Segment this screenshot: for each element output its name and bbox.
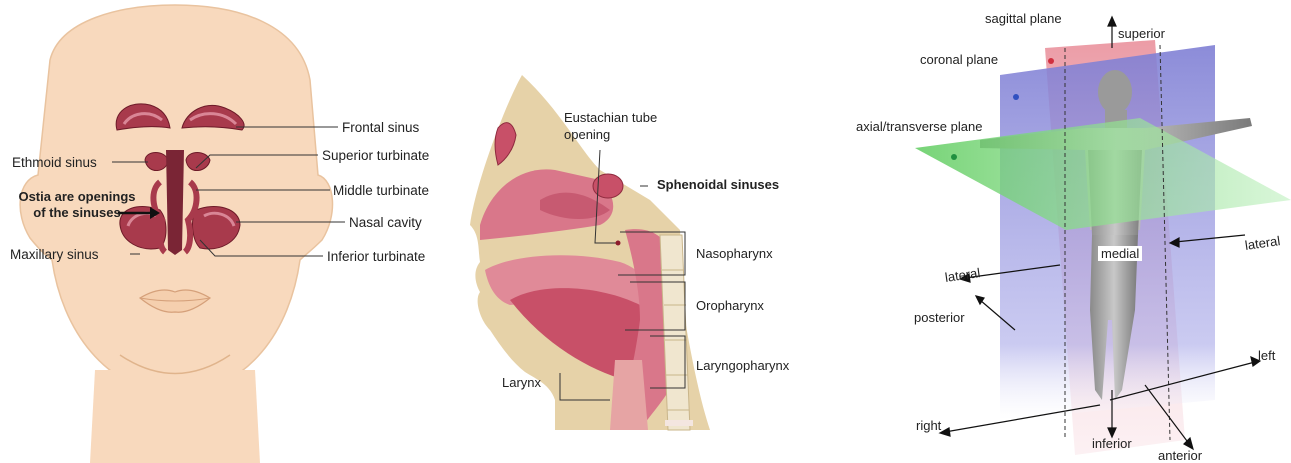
label-right: right (916, 418, 941, 433)
label-anterior: anterior (1158, 448, 1202, 463)
sinus-face-panel: Frontal sinus Ethmoid sinus Superior tur… (0, 0, 450, 463)
label-ostia-line2: of the sinuses (14, 205, 140, 220)
label-oropharynx: Oropharynx (696, 298, 764, 313)
label-ethmoid-sinus: Ethmoid sinus (12, 155, 97, 170)
label-larynx: Larynx (502, 375, 541, 390)
label-laryngopharynx: Laryngopharynx (696, 358, 789, 373)
nasal-cavity (166, 150, 184, 255)
label-eustachian-line1: Eustachian tube (564, 110, 657, 125)
label-frontal-sinus: Frontal sinus (342, 120, 419, 135)
label-coronal-plane: coronal plane (920, 52, 998, 67)
sagittal-pharynx-panel: Eustachian tube opening Sphenoidal sinus… (450, 0, 840, 463)
label-inferior: inferior (1092, 436, 1132, 451)
label-superior: superior (1118, 26, 1165, 41)
label-maxillary-sinus: Maxillary sinus (10, 247, 99, 262)
label-ostia-line1: Ostia are openings (14, 189, 140, 204)
neck (90, 370, 260, 463)
anatomical-planes-panel: sagittal plane superior coronal plane ax… (840, 0, 1291, 463)
image-watermark (665, 420, 693, 426)
label-nasal-cavity: Nasal cavity (349, 215, 422, 230)
sagittal-illustration (450, 0, 840, 463)
label-sphenoidal-sinuses: Sphenoidal sinuses (657, 177, 779, 192)
axial-plane (915, 118, 1291, 230)
label-sagittal-plane: sagittal plane (985, 11, 1062, 26)
label-superior-turbinate: Superior turbinate (322, 148, 429, 163)
label-posterior: posterior (914, 310, 965, 325)
ethmoid-sinus-left (145, 153, 168, 171)
label-medial: medial (1098, 246, 1142, 261)
label-axial-plane: axial/transverse plane (856, 119, 982, 134)
label-nasopharynx: Nasopharynx (696, 246, 773, 261)
label-inferior-turbinate: Inferior turbinate (327, 249, 425, 264)
label-middle-turbinate: Middle turbinate (333, 183, 429, 198)
label-left: left (1258, 348, 1275, 363)
label-eustachian-line2: opening (564, 127, 610, 142)
larynx-tube (610, 360, 648, 430)
planes-illustration (840, 0, 1291, 463)
face-illustration (0, 0, 450, 463)
